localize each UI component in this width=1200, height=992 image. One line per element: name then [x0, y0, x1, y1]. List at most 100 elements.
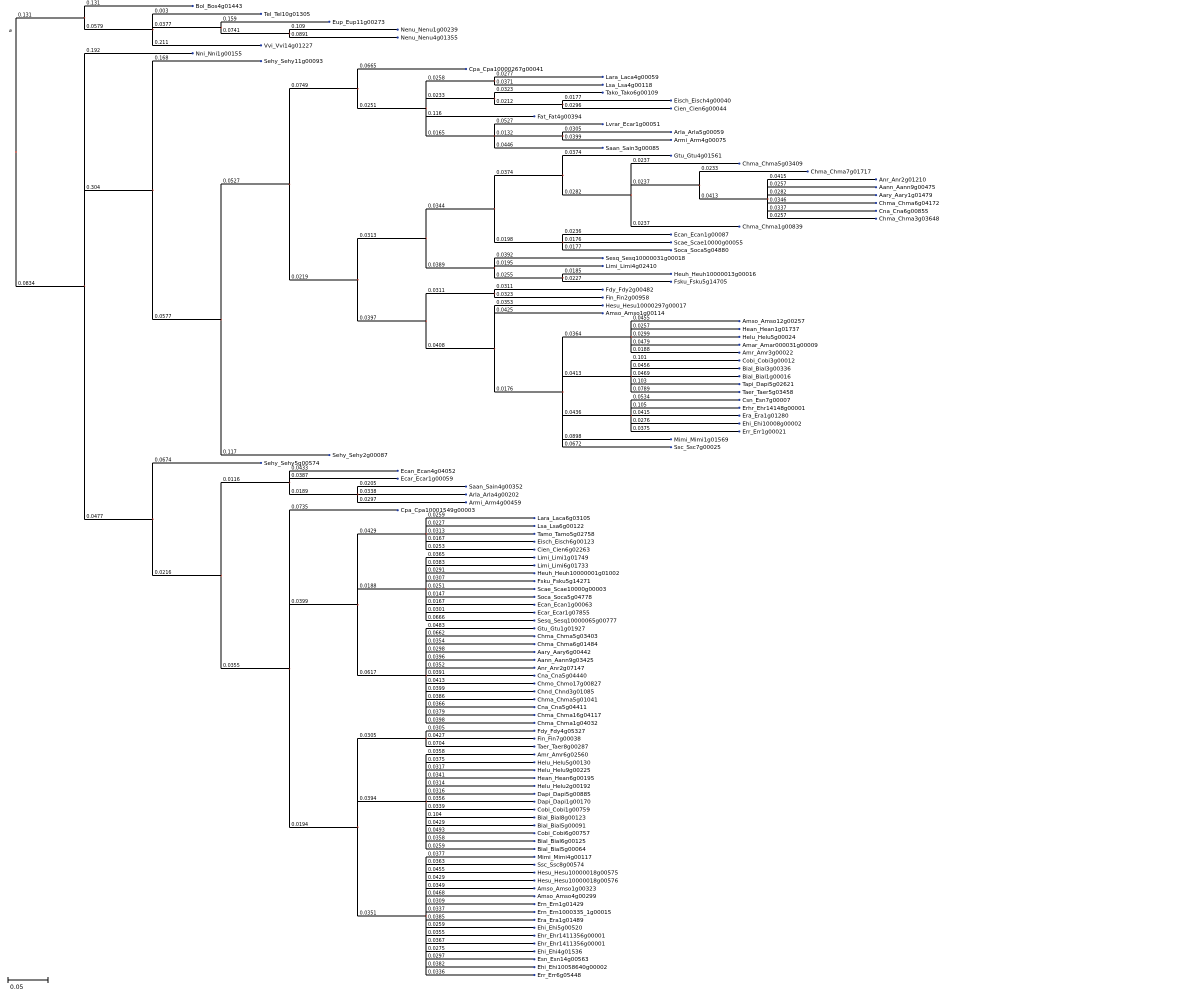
- tip-marker: [328, 20, 331, 23]
- tip-label: Cien_Cien6g02263: [537, 548, 590, 554]
- tip-label: Ern_Ern1000335_1g00015: [537, 910, 611, 916]
- branch-support-label: 0.0341: [428, 773, 445, 779]
- branch-support-label: 0.159: [223, 16, 237, 22]
- tip-label: Soca_Soca5g04778: [537, 595, 592, 601]
- tip-label: Chma_Chma5g03409: [742, 162, 803, 168]
- tip-marker: [669, 233, 673, 236]
- branch-support-label: 0.0433: [291, 465, 308, 471]
- tip-label: Fat_Fat4g00394: [537, 114, 582, 120]
- branch-support-label: 0.0665: [360, 64, 377, 70]
- tip-label: Tamo_Tamo5g02758: [536, 532, 595, 538]
- branch-support-label: 0.0397: [360, 316, 377, 322]
- tip-marker: [533, 958, 536, 961]
- tip-marker: [533, 579, 536, 583]
- tip-marker: [601, 288, 604, 291]
- branch-support-label: 0.0337: [428, 906, 445, 912]
- tip-marker: [533, 603, 536, 606]
- tip-label: Ssc_Ssc8g00574: [537, 863, 584, 869]
- tip-marker: [533, 926, 536, 929]
- tip-marker: [533, 942, 536, 945]
- branch-support-label: 0.109: [291, 24, 305, 30]
- branch-support-label: 0.0316: [428, 788, 445, 794]
- tip-marker: [738, 327, 741, 331]
- tip-label: Ecar_Ecar1g00059: [401, 477, 454, 483]
- branch-support-label: 0.0258: [428, 75, 445, 81]
- tip-marker: [533, 115, 536, 118]
- tip-label: Ssc_Ssc7g00025: [674, 445, 721, 451]
- branch-support-label: 0.0251: [360, 103, 377, 109]
- tip-marker: [533, 792, 536, 795]
- tip-label: Amr_Amr3g00022: [742, 351, 793, 357]
- tip-label: Ecan_Ecan1g00063: [537, 603, 592, 609]
- tip-label: Soca_Soca5g04880: [674, 248, 729, 254]
- tip-label: Arla_Arla5g00059: [674, 130, 724, 136]
- branch-support-label: 0.0456: [633, 363, 650, 369]
- branch-support-label: 0.0237: [633, 158, 650, 164]
- tip-marker: [533, 729, 536, 732]
- tip-marker: [533, 745, 536, 748]
- branch-support-label: 0.0165: [428, 130, 445, 136]
- tip-marker: [533, 666, 536, 669]
- tip-label: Helu_Helu2g00192: [537, 784, 590, 790]
- tip-label: Chma_Chma1g00839: [742, 225, 803, 231]
- tip-marker: [738, 320, 741, 323]
- branch-support-label: 0.0257: [770, 213, 787, 219]
- tip-label: Limi_Limi1g01749: [537, 555, 588, 561]
- branch-support-label: 0.0413: [701, 194, 718, 200]
- tip-marker: [328, 453, 331, 457]
- tip-label: Taer_Taer8g00287: [536, 745, 588, 751]
- tip-marker: [533, 682, 536, 685]
- branch-support-label: 0.0364: [565, 331, 582, 337]
- branch-support-label: 0.0338: [360, 489, 377, 495]
- tip-marker: [669, 280, 673, 283]
- tip-label: Ecan_Ecan4g04052: [401, 469, 456, 475]
- branch-support-label: 0.192: [86, 48, 100, 54]
- tip-marker: [601, 91, 604, 94]
- tip-label: Lara_Laca4g00059: [606, 75, 659, 81]
- tip-label: Armi_Arm4g00075: [674, 138, 727, 144]
- tip-label: Scae_Scae10000g00055: [674, 240, 743, 246]
- tip-marker: [533, 966, 536, 969]
- branch-support-label: 0.0259: [428, 843, 445, 849]
- branch-support-label: 0.0257: [633, 324, 650, 330]
- tip-marker: [874, 178, 878, 181]
- tip-label: Helu_Helu9g00225: [537, 768, 591, 774]
- tip-label: Sehy_Sehy5g00574: [264, 461, 320, 467]
- branch-support-label: 0.0749: [291, 83, 308, 89]
- tip-marker: [259, 461, 263, 465]
- tip-marker: [874, 201, 878, 205]
- branch-support-label: 0.0356: [428, 796, 445, 802]
- tip-label: Hesu_Hesu10000297g00017: [606, 303, 687, 309]
- tip-marker: [464, 67, 468, 71]
- branch-support-label: 0.0339: [428, 804, 445, 810]
- branch-support-label: 0.0314: [428, 780, 445, 786]
- branch-support-label: 0.0276: [633, 418, 650, 424]
- branch-support-label: 0.0296: [565, 103, 582, 109]
- branch-support-label: 0.0177: [565, 95, 582, 101]
- tip-label: Helu_Helu5g00130: [537, 760, 591, 766]
- branch-support-label: 0.0455: [428, 867, 445, 873]
- tip-marker: [874, 209, 878, 212]
- tip-marker: [533, 784, 536, 788]
- tip-label: Arla_Arla4g00202: [469, 492, 519, 498]
- tip-label: Anr_Anr2g07147: [537, 666, 584, 672]
- branch-support-label: 0.0436: [565, 410, 582, 416]
- tip-marker: [533, 737, 536, 740]
- tip-marker: [396, 509, 399, 512]
- tip-marker: [738, 351, 741, 354]
- branch-support-label: 0.0212: [496, 99, 513, 105]
- branch-support-label: 0.0301: [428, 607, 445, 613]
- tip-marker: [533, 587, 536, 591]
- tip-label: Fin_Fin2g00958: [606, 295, 650, 301]
- branch-support-label: 0.0313: [360, 233, 377, 239]
- tip-marker: [533, 650, 536, 654]
- branch-support-label: 0.0527: [223, 179, 240, 185]
- tip-marker: [533, 619, 536, 622]
- tip-label: Chma_Chma7g01717: [811, 169, 872, 175]
- branch-support-label: 0.0298: [428, 647, 445, 653]
- tip-label: Dapi_Dapi5g00885: [537, 792, 591, 798]
- tip-label: Chma_Chma6g04172: [879, 201, 939, 207]
- tip-marker: [874, 217, 878, 220]
- tip-label: Amr_Amr6g02560: [537, 752, 588, 758]
- tip-marker: [738, 398, 741, 402]
